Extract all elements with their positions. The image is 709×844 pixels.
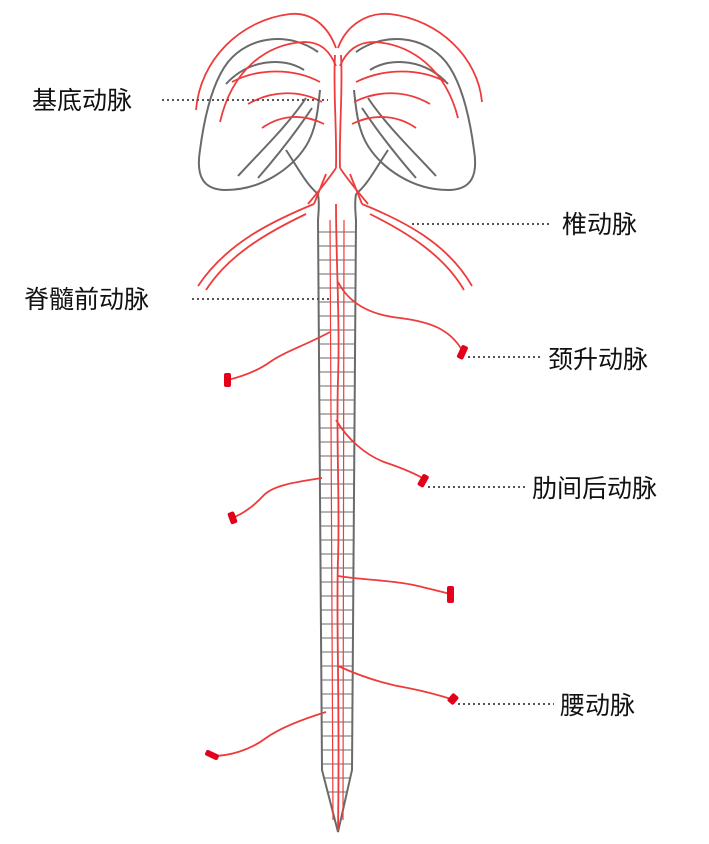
basilar-artery (333, 54, 338, 169)
spinal-segment-lines (318, 231, 356, 793)
label-lumbar-artery: 腰动脉 (560, 691, 635, 720)
vertebral-artery-left (197, 203, 315, 287)
lumbar-artery (337, 665, 455, 701)
brainstem-outline (197, 38, 477, 223)
posterior-intercostal-artery (335, 419, 427, 481)
arteries (195, 13, 483, 831)
label-basilar-artery: 基底动脉 (32, 86, 132, 115)
label-ascending-cervical-artery: 颈升动脉 (548, 345, 648, 374)
vertebral-artery-right (361, 203, 473, 287)
label-anterior-spinal-artery: 脊髓前动脉 (24, 285, 149, 314)
label-posterior-intercostal-artery: 肋间后动脉 (532, 474, 657, 503)
anterior-spinal-artery (335, 203, 340, 831)
ascending-cervical-artery (337, 281, 463, 351)
artery-end-stubs (205, 345, 468, 761)
labels: 基底动脉 椎动脉 脊髓前动脉 颈升动脉 肋间后动脉 腰动脉 (24, 86, 657, 720)
leader-lines (162, 99, 554, 705)
spinal-cord (317, 219, 357, 833)
label-vertebral-artery: 椎动脉 (562, 210, 637, 239)
